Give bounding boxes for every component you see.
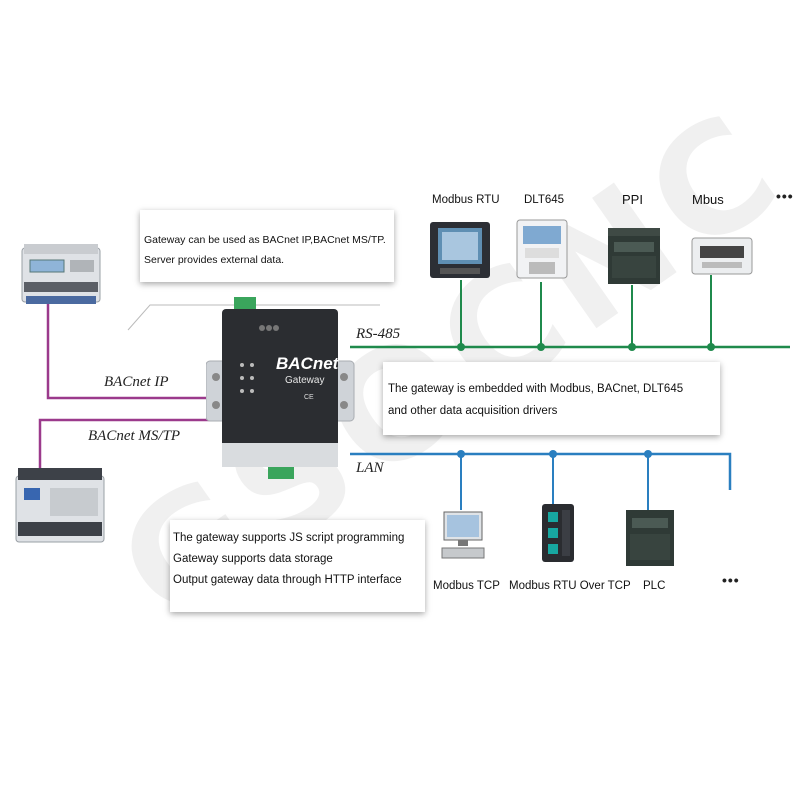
lan-node: [457, 450, 465, 458]
rs485-node: [457, 343, 465, 351]
device-label-modbus-rtu: Modbus RTU: [432, 194, 500, 206]
lan-label: LAN: [356, 460, 384, 476]
device-label-ppi: PPI: [622, 192, 643, 207]
power-meter-icon: [430, 222, 490, 278]
callout-line: and other data acquisition drivers: [388, 405, 558, 417]
rs485-label: RS-485: [356, 326, 401, 342]
callout-line: Gateway supports data storage: [173, 553, 333, 565]
rs485-node: [707, 343, 715, 351]
callout-features: The gateway supports JS script programmi…: [170, 520, 425, 612]
device-label-modbus-rtu-over-tcp: Modbus RTU Over TCP: [509, 580, 631, 592]
device-label-dlt645: DLT645: [524, 194, 565, 206]
lan-bus: [350, 452, 732, 490]
terminal-block: [234, 297, 256, 311]
gateway-device: BACnet Gateway CE: [206, 297, 355, 479]
bacnet-ip-line: [46, 300, 222, 400]
bacnet-mstp-controller-icon: [15, 468, 105, 543]
ce-mark: CE: [304, 394, 314, 401]
device-label-modbus-tcp: Modbus TCP: [433, 580, 500, 592]
callout-drivers: The gateway is embedded with Modbus, BAC…: [383, 362, 720, 435]
plc-ppi-icon: [608, 228, 660, 284]
mbus-device-icon: [691, 237, 753, 275]
bacnet-ip-controller-icon: [21, 244, 101, 304]
callout-line: Gateway can be used as BACnet IP,BACnet …: [144, 234, 386, 246]
plc-icon: [626, 510, 674, 566]
more-rs485-devices: •••: [776, 188, 794, 204]
device-label-plc: PLC: [643, 580, 666, 592]
rs485-node: [537, 343, 545, 351]
energy-meter-icon: [516, 219, 568, 279]
bacnet-mstp-label: BACnet MS/TP: [88, 428, 181, 444]
computer-icon: [441, 511, 485, 559]
lan-node: [549, 450, 557, 458]
callout-line: Output gateway data through HTTP interfa…: [173, 574, 402, 586]
callout-line: The gateway is embedded with Modbus, BAC…: [388, 383, 684, 395]
callout-server: Gateway can be used as BACnet IP,BACnet …: [140, 210, 394, 282]
bacnet-ip-label: BACnet IP: [104, 374, 169, 390]
callout-line: Server provides external data.: [144, 254, 285, 266]
lan-node: [644, 450, 652, 458]
device-label-mbus: Mbus: [692, 192, 724, 207]
gateway-model: Gateway: [285, 375, 324, 386]
serial-server-icon: [542, 504, 574, 562]
rs485-node: [628, 343, 636, 351]
more-lan-devices: •••: [722, 572, 740, 588]
gateway-brand: BACnet: [276, 354, 340, 373]
callout-line: The gateway supports JS script programmi…: [173, 532, 405, 544]
